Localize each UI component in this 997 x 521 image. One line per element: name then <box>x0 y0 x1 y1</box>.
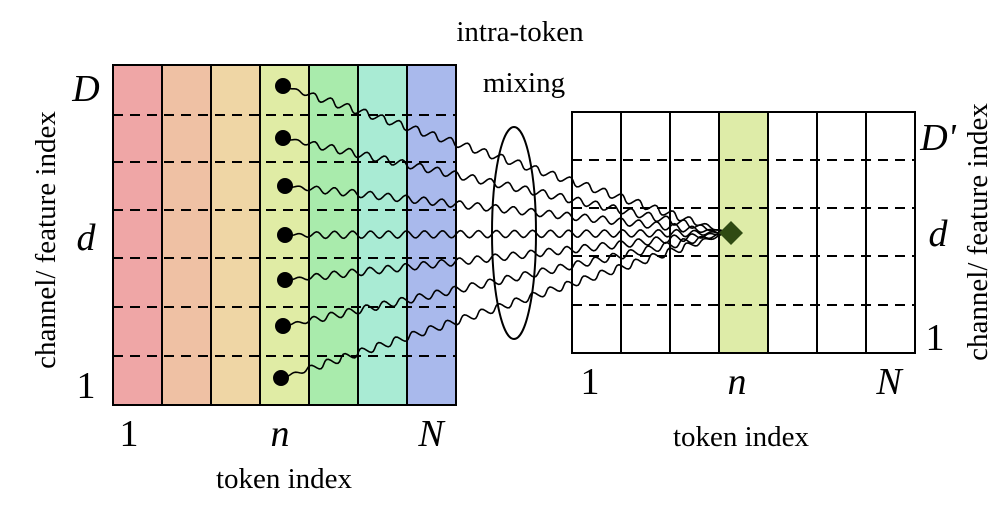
input-point <box>275 130 291 146</box>
right-grid-column-dividers <box>620 112 867 353</box>
left-grid-column <box>112 64 163 406</box>
right-y-axis-label: channel/ feature index <box>962 103 994 361</box>
mixing-label-line2: mixing <box>483 67 565 99</box>
input-point <box>275 318 291 334</box>
input-point <box>275 78 291 94</box>
mixing-wave-line <box>284 185 729 234</box>
right-row-label-top: D' <box>919 117 956 159</box>
left-col-label-middle: n <box>271 413 290 455</box>
mixing-wave-lines <box>280 85 729 379</box>
right-token-grid <box>571 111 916 354</box>
mixing-wave-line <box>280 232 729 379</box>
left-row-label-middle: d <box>77 217 97 259</box>
left-col-label-first: 1 <box>120 413 139 455</box>
right-col-label-middle: n <box>728 361 747 403</box>
left-x-axis-label: token index <box>216 463 353 495</box>
mixing-ellipse <box>491 126 537 340</box>
right-grid-row-dividers <box>572 159 915 306</box>
right-col-label-first: 1 <box>581 361 600 403</box>
mixing-wave-line <box>284 228 728 240</box>
right-x-axis-label: token index <box>673 421 810 453</box>
left-grid-column <box>308 64 359 406</box>
input-point <box>277 272 293 288</box>
input-point <box>277 227 293 243</box>
right-row-label-bottom: 1 <box>926 317 945 359</box>
mixing-wave-line <box>282 137 729 234</box>
left-token-grid <box>112 64 457 406</box>
left-row-label-top: D <box>71 68 99 110</box>
left-grid-column <box>161 64 212 406</box>
left-y-axis-label: channel/ feature index <box>30 111 62 369</box>
mixing-wave-line <box>282 85 729 234</box>
output-feature-marker <box>719 221 743 245</box>
input-point <box>273 370 289 386</box>
input-feature-points <box>273 78 293 386</box>
left-col-label-last: N <box>417 413 446 455</box>
mixing-label-line1: intra-token <box>456 16 584 48</box>
left-row-label-bottom: 1 <box>77 365 96 407</box>
right-col-label-last: N <box>875 361 904 403</box>
input-point <box>277 178 293 194</box>
mixing-wave-line <box>284 232 729 281</box>
right-row-label-middle: d <box>929 213 949 255</box>
left-grid-row-dividers <box>113 114 456 357</box>
mixing-wave-line <box>282 232 729 327</box>
